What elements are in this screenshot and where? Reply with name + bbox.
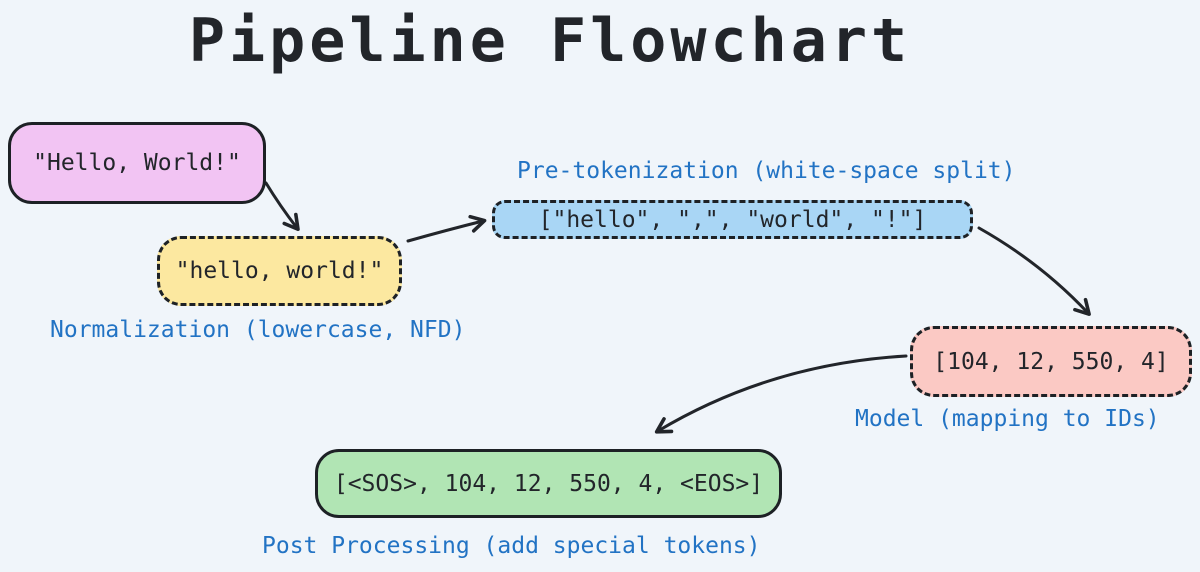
arrow-input-to-normalized: [264, 181, 300, 232]
node-pretokenized: ["hello", ",", "world", "!"]: [492, 200, 973, 239]
node-final-text: [<SOS>, 104, 12, 550, 4, <EOS>]: [333, 470, 764, 497]
node-ids-text: [104, 12, 550, 4]: [933, 348, 1169, 375]
arrow-normalized-to-pretokenized: [406, 214, 487, 243]
label-model: Model (mapping to IDs): [855, 406, 1160, 432]
label-normalization: Normalization (lowercase, NFD): [50, 317, 466, 343]
page-title: Pipeline Flowchart: [188, 6, 912, 76]
node-normalized: "hello, world!": [157, 236, 402, 306]
node-final: [<SOS>, 104, 12, 550, 4, <EOS>]: [315, 449, 782, 518]
node-input: "Hello, World!": [8, 122, 266, 204]
node-ids: [104, 12, 550, 4]: [910, 326, 1192, 397]
label-postprocessing: Post Processing (add special tokens): [262, 533, 761, 559]
node-input-text: "Hello, World!": [33, 150, 241, 176]
node-pretokenized-text: ["hello", ",", "world", "!"]: [538, 206, 927, 233]
arrow-pretokenized-to-ids: [977, 226, 1091, 316]
node-normalized-text: "hello, world!": [175, 258, 384, 284]
label-pretokenization: Pre-tokenization (white-space split): [517, 158, 1016, 184]
